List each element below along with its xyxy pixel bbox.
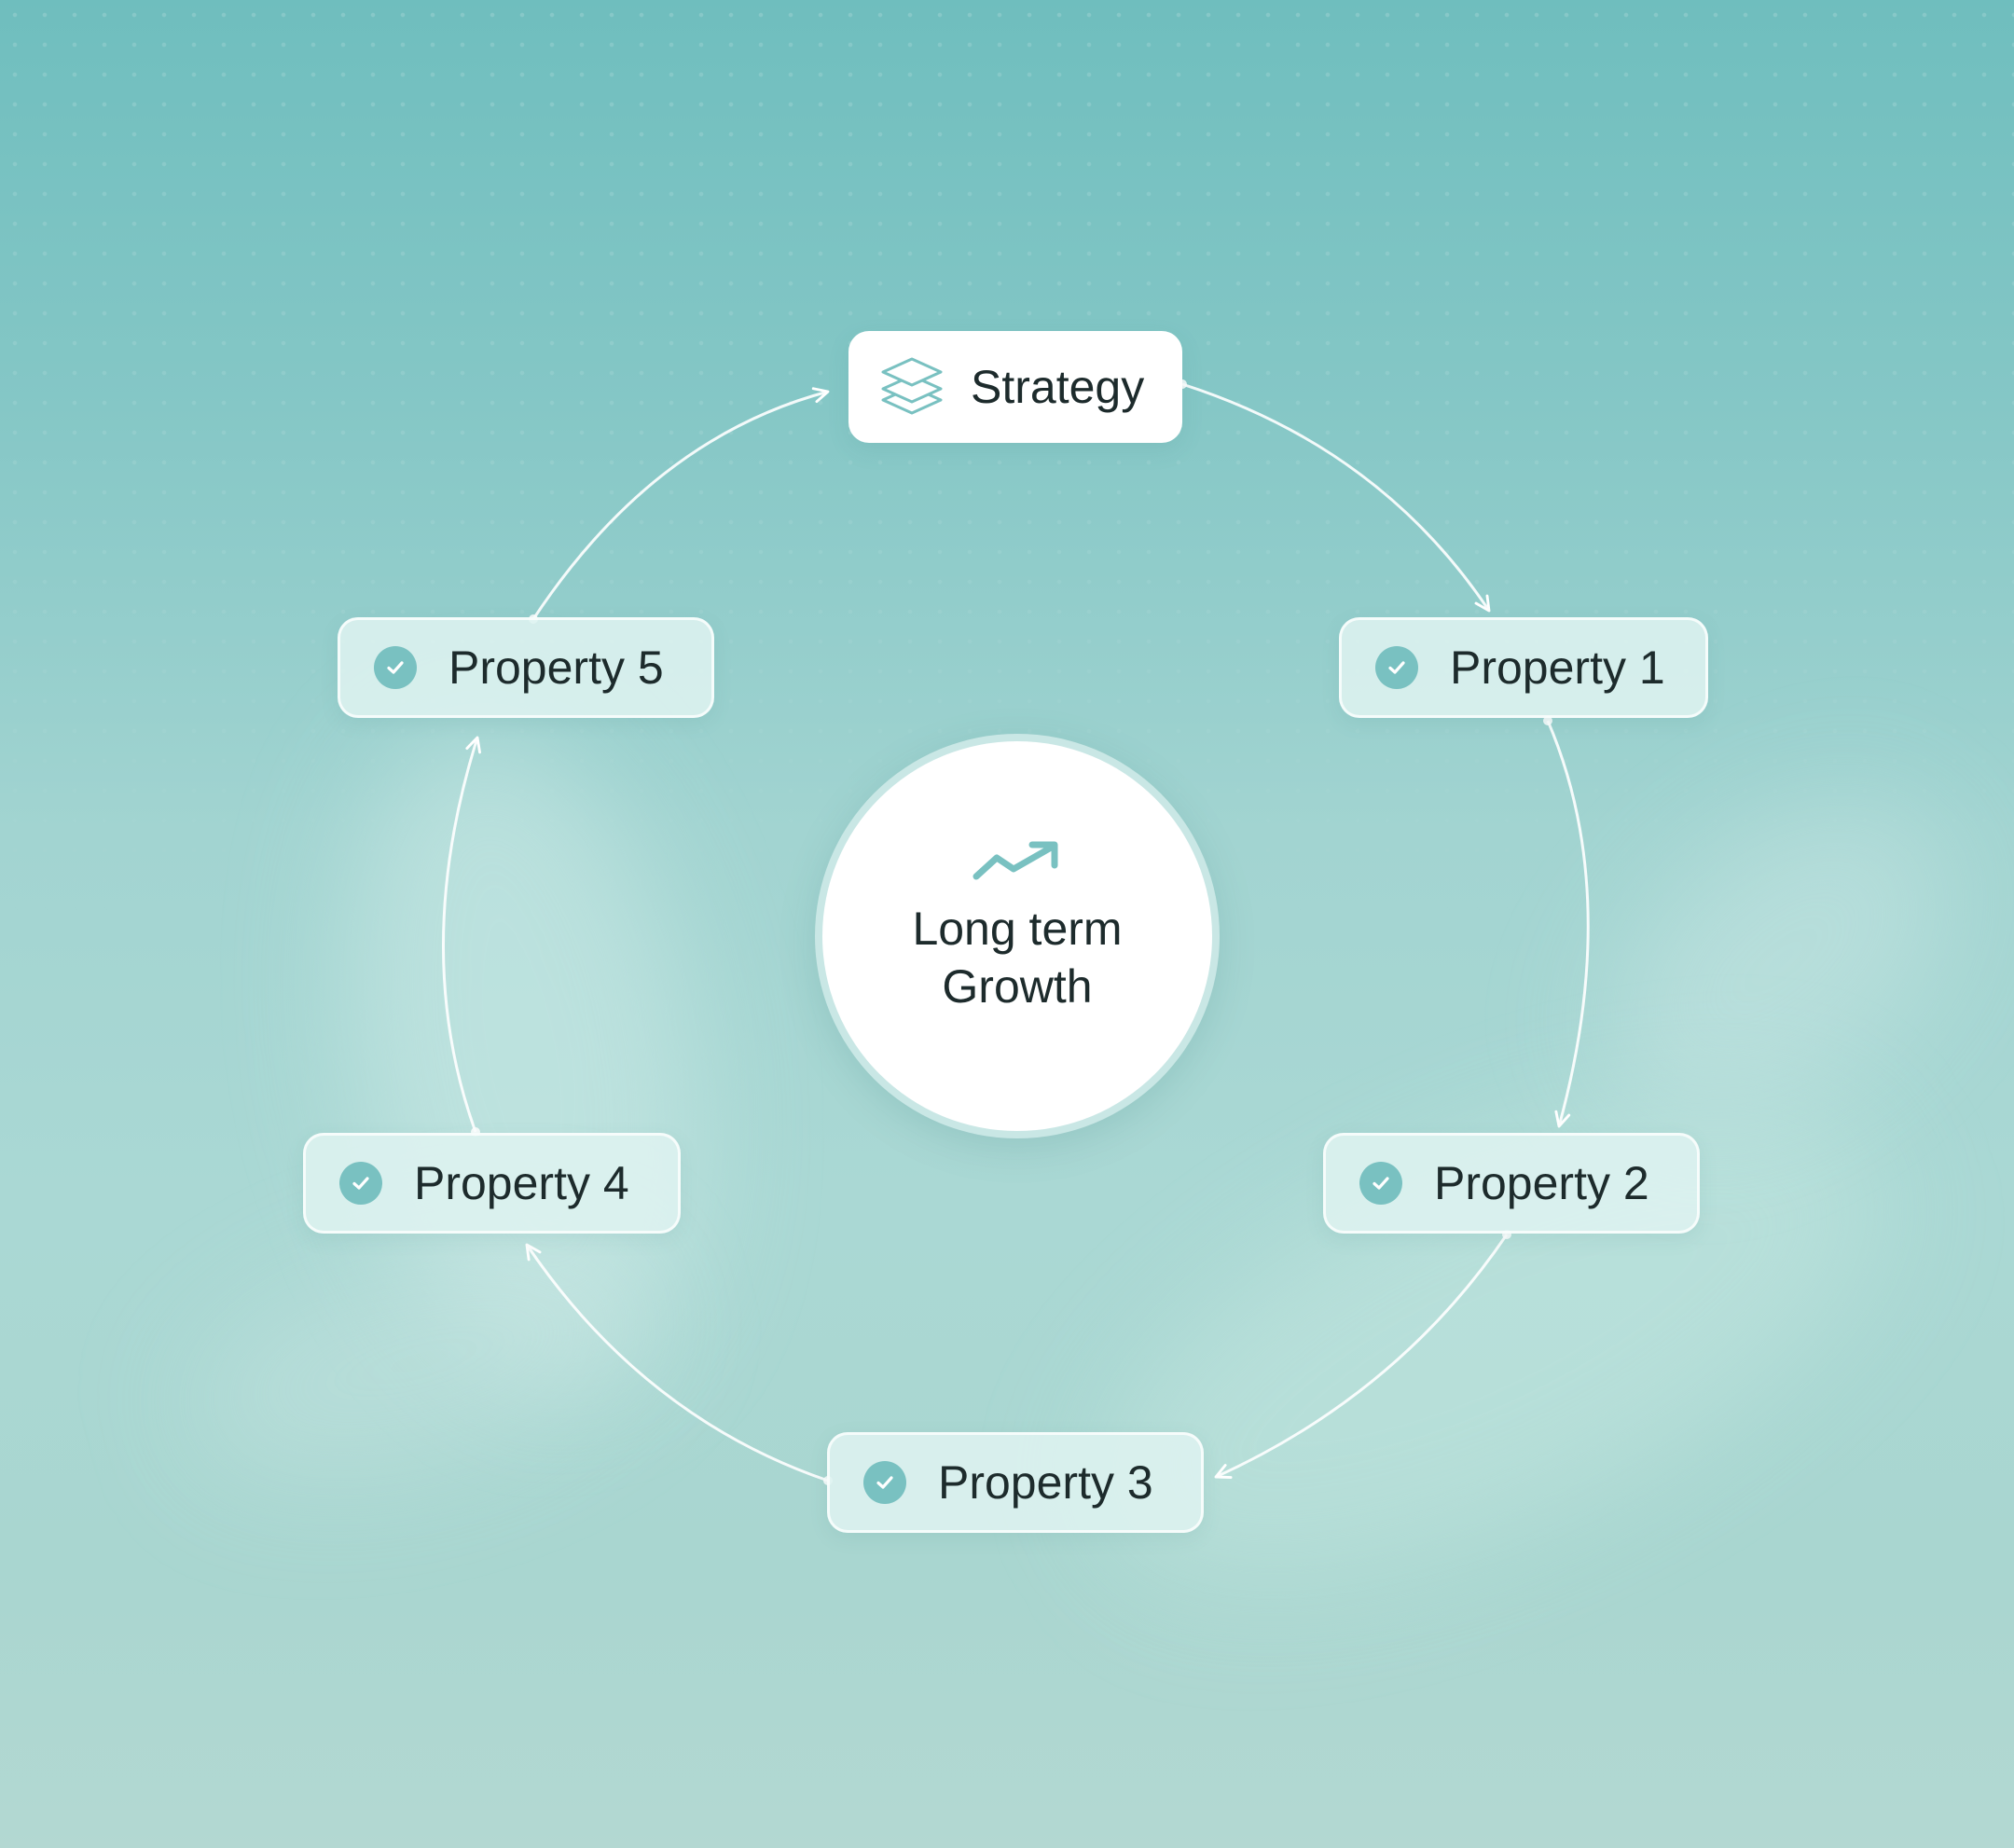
strategy-label: Strategy: [971, 361, 1145, 413]
property-1-node[interactable]: Property 1: [1339, 617, 1708, 718]
center-title-line-1: Long term: [912, 902, 1123, 955]
check-circle-icon: [339, 1162, 382, 1205]
connector-dot: [1543, 716, 1552, 725]
property-4-node[interactable]: Property 4: [303, 1133, 681, 1234]
property-4-label: Property 4: [414, 1157, 629, 1209]
center-goal-circle: Long term Growth: [815, 734, 1220, 1138]
connector-property-4-to-property-5: [442, 736, 481, 1133]
connector-property-1-to-property-2: [1546, 720, 1590, 1128]
property-3-node[interactable]: Property 3: [827, 1432, 1204, 1533]
check-circle-icon: [863, 1461, 906, 1504]
center-title-line-2: Growth: [942, 959, 1093, 1013]
layers-icon: [879, 355, 945, 420]
property-5-node[interactable]: Property 5: [338, 617, 714, 718]
connector-property-2-to-property-3: [1214, 1234, 1509, 1480]
trend-up-icon: [971, 839, 1064, 887]
property-2-label: Property 2: [1434, 1157, 1649, 1209]
property-3-label: Property 3: [938, 1456, 1153, 1509]
connector-property-5-to-strategy: [531, 387, 830, 620]
strategy-node[interactable]: Strategy: [848, 331, 1182, 443]
property-1-label: Property 1: [1450, 641, 1665, 694]
check-circle-icon: [374, 646, 417, 689]
property-5-label: Property 5: [448, 641, 664, 694]
connector-strategy-to-property-1: [1181, 382, 1491, 613]
property-2-node[interactable]: Property 2: [1323, 1133, 1700, 1234]
check-circle-icon: [1359, 1162, 1402, 1205]
check-circle-icon: [1375, 646, 1418, 689]
connector-property-3-to-property-4: [525, 1243, 829, 1483]
